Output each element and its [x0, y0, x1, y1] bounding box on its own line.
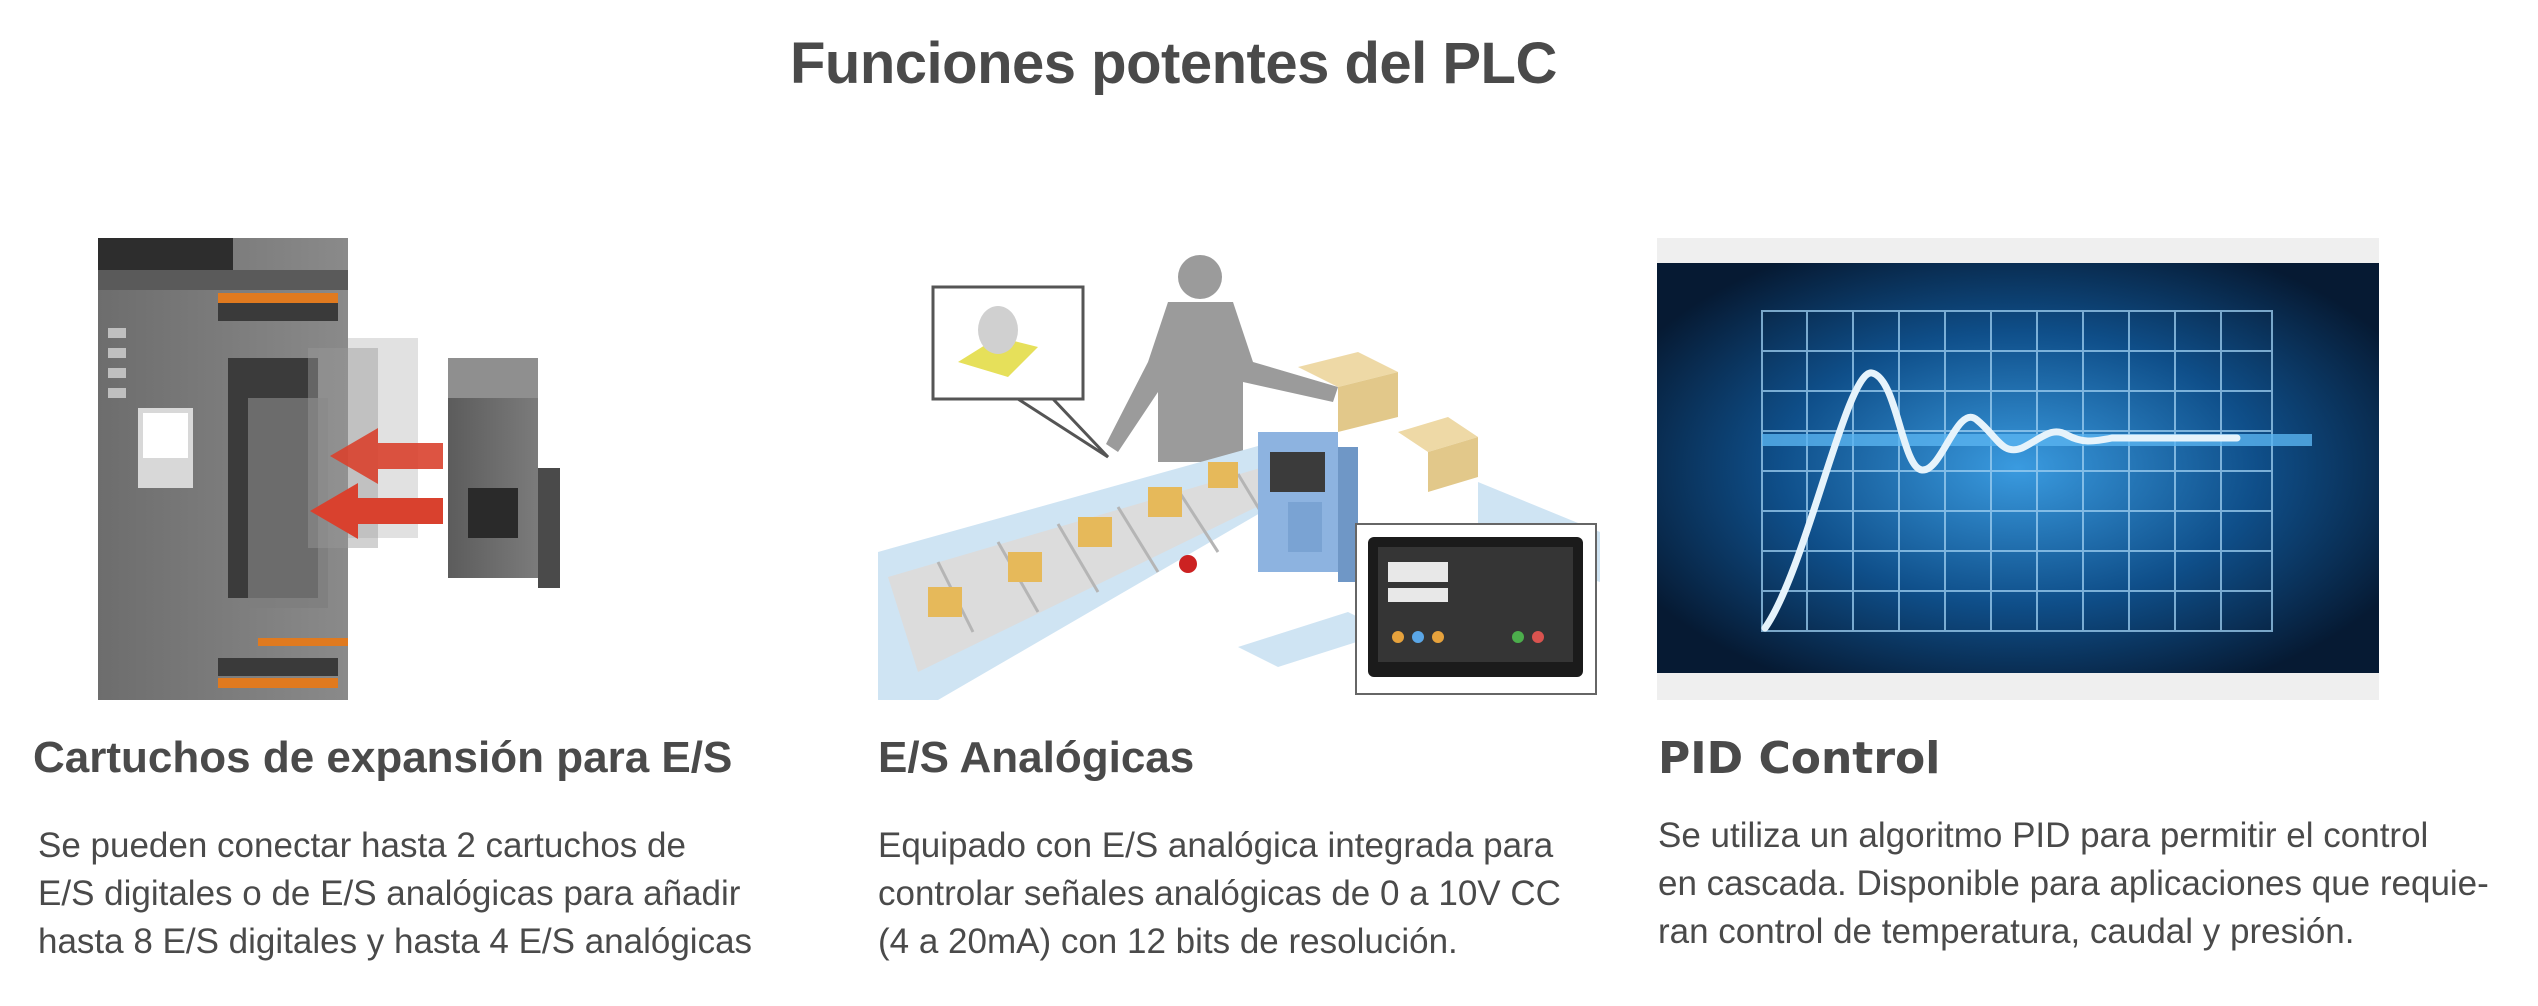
card-title-pid: PID Control: [1658, 733, 1941, 784]
card-title-analog: E/S Analógicas: [878, 733, 1195, 782]
expansion-cartridge-image: [98, 238, 560, 700]
pid-graph-image: [1657, 238, 2379, 700]
card-text-expansion: Se pueden conectar hasta 2 cartuchos de …: [38, 826, 753, 961]
card-title-expansion: Cartuchos de expansión para E/S: [33, 733, 733, 782]
card-text-analog: Equipado con E/S analógica integrada par…: [878, 826, 1561, 961]
page-title: Funciones potentes del PLC: [790, 31, 1557, 96]
conveyor-illustration-image: [878, 252, 1600, 700]
card-text-pid: Se utiliza un algoritmo PID para permiti…: [1658, 816, 2489, 951]
